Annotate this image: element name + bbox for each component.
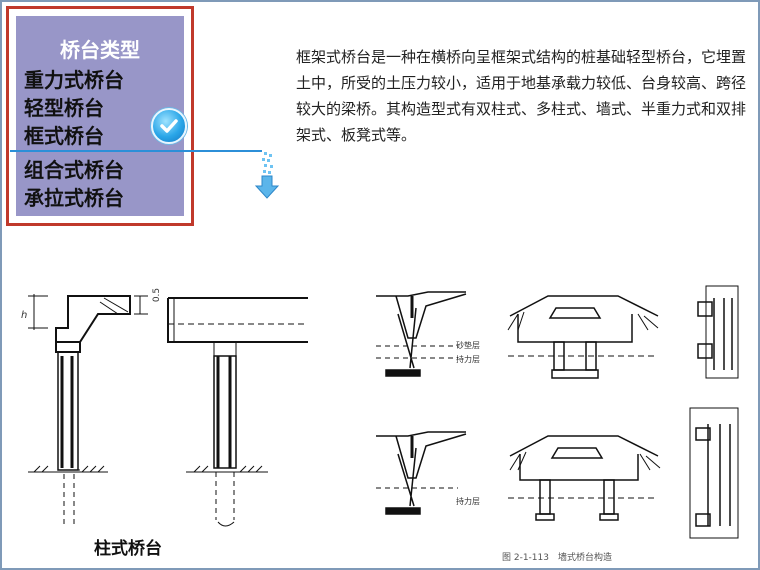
checkmark-icon (151, 108, 187, 144)
sand-cushion-label: 砂垫层 (456, 341, 480, 350)
wall-abutment-drawing (376, 285, 739, 539)
down-arrow-icon (254, 152, 280, 199)
type-item-frame[interactable]: 框式桥台 (24, 124, 104, 148)
wall-abutment-caption: 图 2-1-113 墙式桥台构造 (502, 553, 612, 563)
column-abutment-caption: 柱式桥台 (94, 539, 162, 559)
dim-h-label: h (21, 310, 28, 321)
bearing-layer-label-bottom: 持力层 (456, 497, 480, 506)
type-item-tension[interactable]: 承拉式桥台 (24, 186, 124, 210)
type-item-gravity[interactable]: 重力式桥台 (24, 68, 124, 92)
pointer-line (10, 150, 262, 152)
dim-05-label: 0.5 (152, 287, 163, 303)
column-abutment-drawing (28, 294, 308, 527)
type-item-combined[interactable]: 组合式桥台 (24, 158, 124, 182)
bridge-types-box: 桥台类型 重力式桥台 轻型桥台 框式桥台 组合式桥台 承拉式桥台 (6, 6, 194, 226)
bridge-types-title: 桥台类型 (60, 38, 140, 62)
bridge-types-panel: 桥台类型 重力式桥台 轻型桥台 框式桥台 组合式桥台 承拉式桥台 (16, 16, 184, 216)
type-item-light[interactable]: 轻型桥台 (24, 96, 104, 120)
frame-abutment-description: 框架式桥台是一种在横桥向呈框架式结构的桩基础轻型桥台，它埋置土中，所受的土压力较… (296, 48, 747, 144)
bearing-layer-label-top: 持力层 (456, 355, 480, 364)
